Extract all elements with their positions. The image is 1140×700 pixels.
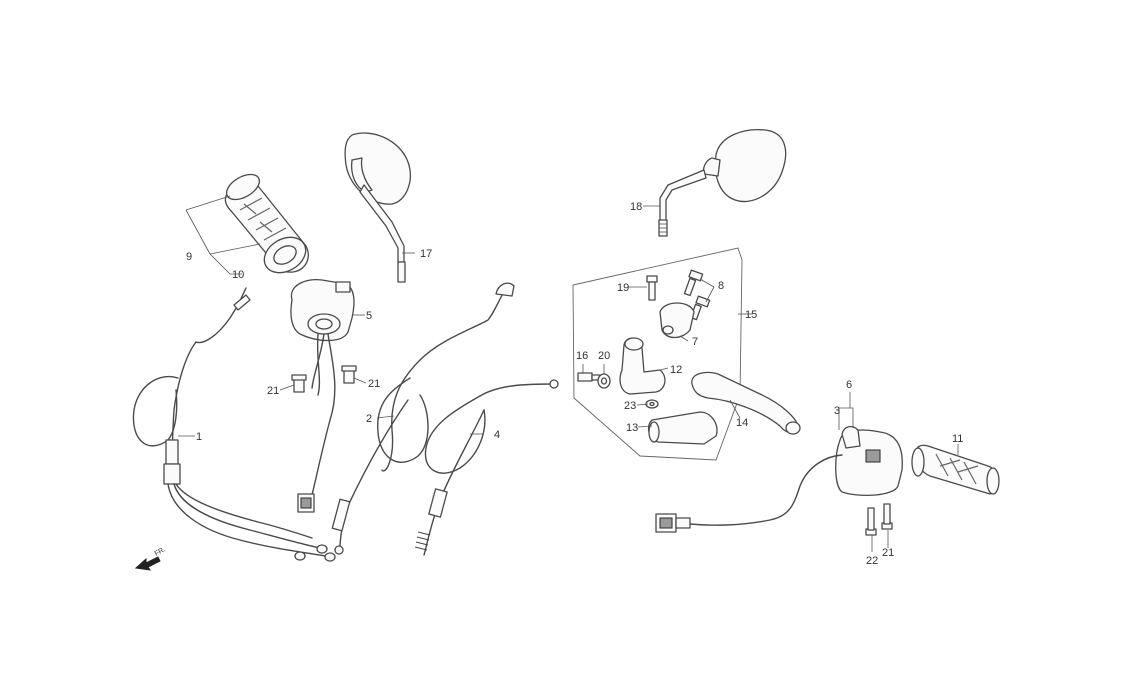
- part-numbers: 1 2 3 4 5 6 7 8 9 10 11 12 13 14 15 16 1…: [186, 201, 963, 567]
- arrow-icon: [134, 556, 161, 571]
- part-number-6: 6: [846, 379, 852, 391]
- switch-13[interactable]: [647, 411, 718, 445]
- part-number-10: 10: [232, 269, 244, 281]
- cable-4[interactable]: [414, 379, 559, 556]
- clamp-7[interactable]: [659, 302, 695, 339]
- washer-20[interactable]: [597, 373, 611, 389]
- right-switch-housing[interactable]: [655, 425, 903, 533]
- part-number-21-right: 21: [882, 547, 894, 559]
- left-grip[interactable]: [222, 169, 312, 280]
- part-number-11: 11: [952, 433, 963, 445]
- part-number-20: 20: [598, 350, 610, 362]
- part-number-4: 4: [494, 429, 500, 441]
- part-number-12: 12: [670, 364, 682, 376]
- lever-14[interactable]: [691, 371, 801, 435]
- part-number-19: 19: [617, 282, 629, 294]
- right-grip[interactable]: [911, 444, 1000, 495]
- right-mirror[interactable]: [658, 129, 787, 237]
- part-number-22: 22: [866, 555, 878, 567]
- part-number-21-left-b: 21: [368, 378, 380, 390]
- front-direction-arrow: FR.: [134, 546, 167, 571]
- front-direction-label: FR.: [154, 546, 167, 558]
- part-number-14: 14: [736, 417, 748, 429]
- part-number-7: 7: [692, 336, 698, 348]
- part-number-23: 23: [624, 400, 636, 412]
- throttle-cable[interactable]: [132, 287, 336, 562]
- bolt-21-right[interactable]: [881, 503, 893, 530]
- bolt-8-a[interactable]: [683, 269, 704, 297]
- adjuster-spring: [414, 531, 431, 551]
- part-number-21-left-a: 21: [267, 385, 279, 397]
- part-number-5: 5: [366, 310, 372, 322]
- part-number-13: 13: [626, 422, 638, 434]
- bolt-21-left-b[interactable]: [341, 365, 357, 384]
- bolt-19[interactable]: [646, 275, 658, 301]
- part-number-16: 16: [576, 350, 588, 362]
- part-number-3: 3: [834, 405, 840, 417]
- leader-lines: [178, 195, 959, 552]
- bolt-22[interactable]: [865, 507, 877, 536]
- part-number-9: 9: [186, 251, 192, 263]
- left-switch-housing[interactable]: [290, 279, 355, 513]
- cable-2[interactable]: [331, 282, 515, 555]
- part-number-8: 8: [718, 280, 724, 292]
- part-number-2: 2: [366, 413, 372, 425]
- lever-bracket-12[interactable]: [619, 337, 666, 395]
- bolt-21-left-a[interactable]: [291, 374, 307, 393]
- part-number-15: 15: [745, 309, 757, 321]
- left-mirror[interactable]: [344, 132, 411, 283]
- part-number-17: 17: [420, 248, 432, 260]
- group-15-box: [572, 247, 743, 461]
- part-number-1: 1: [196, 431, 202, 443]
- part-number-18: 18: [630, 201, 642, 213]
